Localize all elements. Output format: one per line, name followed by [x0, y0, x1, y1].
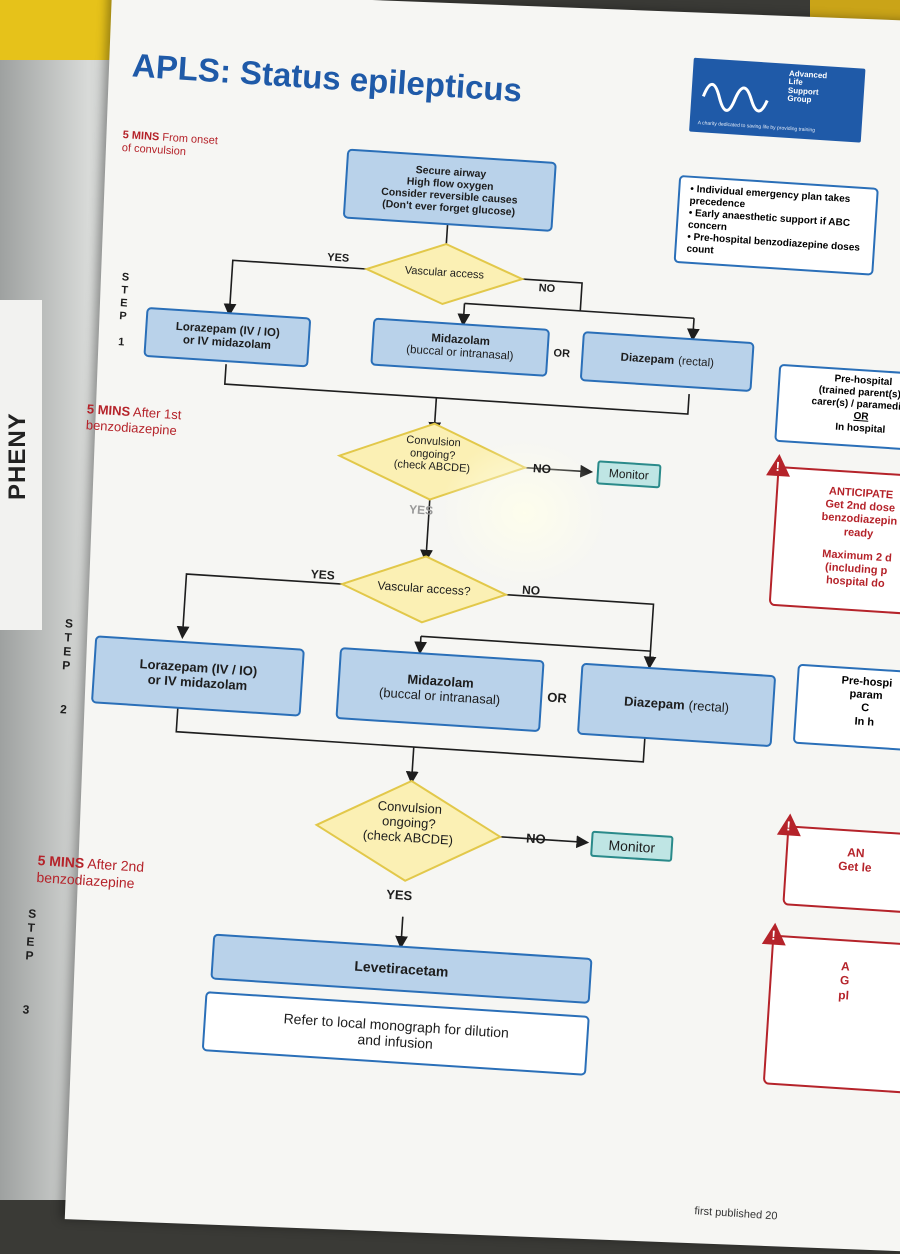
notes-box: • Individual emergency plan takes preced… [673, 174, 879, 276]
step1-lorazepam-box: Lorazepam (IV / IO)or IV midazolam [143, 306, 312, 368]
monitor-box-1: Monitor [596, 460, 662, 489]
or-label-2: OR [546, 689, 568, 706]
or-label-1: OR [553, 347, 571, 361]
convulsion-diamond-2 [314, 779, 503, 882]
yes-label-2: YES [408, 502, 434, 518]
no-label-2: NO [532, 461, 552, 477]
no-label-1: NO [538, 282, 556, 296]
side-label-text: PHENY [4, 412, 31, 500]
monitor-box-2: Monitor [590, 830, 674, 862]
warning-icon-2: ! [776, 812, 803, 837]
yes-label-1: YES [326, 251, 350, 265]
prehospital-note-1: Pre-hospital(trained parent(s) / carer(s… [774, 363, 900, 453]
logo-tagline: A charity dedicated to saving life by pr… [697, 120, 816, 134]
step2-diazepam-box: Diazepam(rectal) [576, 662, 777, 748]
no-label-3: NO [521, 582, 541, 598]
vascular-diamond-1 [363, 243, 525, 306]
yes-label-4: YES [385, 886, 413, 904]
no-label-4: NO [525, 830, 547, 847]
side-label [0, 300, 42, 630]
heartbeat-logo-icon [701, 82, 769, 113]
yes-label-3: YES [310, 567, 336, 583]
warning-icon-1: ! [766, 453, 792, 477]
warning-icon-3: ! [761, 921, 788, 946]
step2-lorazepam-box: Lorazepam (IV / IO)or IV midazolam [90, 635, 305, 717]
step2-midazolam-box: Midazolam(buccal or intranasal) [335, 647, 545, 733]
